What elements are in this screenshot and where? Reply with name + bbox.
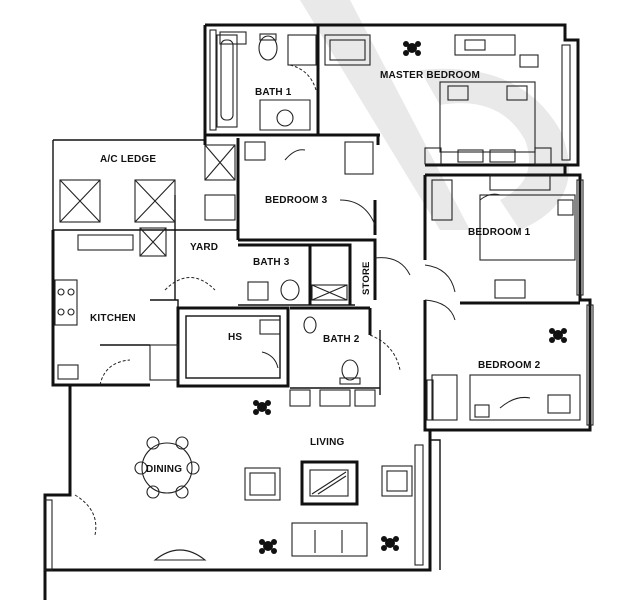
room-labels: MASTER BEDROOM BATH 1 A/C LEDGE BEDROOM … [90, 70, 541, 475]
plant-icons [253, 41, 567, 554]
bedroom1-furniture [431, 174, 576, 299]
dining-table [134, 436, 200, 499]
label-bath2: BATH 2 [323, 334, 360, 345]
label-yard: YARD [190, 242, 218, 253]
label-hs: HS [228, 332, 242, 343]
ac-ledge-units [59, 144, 236, 223]
label-kitchen: KITCHEN [90, 313, 136, 324]
label-ac-ledge: A/C LEDGE [100, 154, 156, 165]
outer-walls [43, 23, 592, 600]
label-bath1: BATH 1 [255, 87, 292, 98]
plant-icon-living-right [381, 536, 399, 551]
label-bedroom1: BEDROOM 1 [468, 227, 531, 238]
windows [43, 29, 594, 571]
label-store: STORE [361, 261, 372, 295]
bath1-fixtures [216, 31, 317, 131]
plant-icon-bedroom2 [549, 328, 567, 343]
plant-icon-living-left [259, 539, 277, 554]
plant-icon-living-top [253, 400, 271, 415]
bath3-fixtures [247, 279, 348, 301]
label-bedroom3: BEDROOM 3 [265, 195, 328, 206]
bath2-fixtures [259, 316, 401, 407]
inner-walls [53, 25, 580, 420]
label-master-bedroom: MASTER BEDROOM [380, 70, 480, 81]
corridor-doors [374, 257, 456, 321]
bedroom2-furniture [431, 374, 581, 421]
plant-icon-master [403, 41, 421, 56]
label-living: LIVING [310, 437, 345, 448]
label-bath3: BATH 3 [253, 257, 290, 268]
label-dining: DINING [146, 464, 182, 475]
master-bedroom-furniture [324, 34, 552, 165]
label-bedroom2: BEDROOM 2 [478, 360, 541, 371]
bedroom3-furniture [204, 141, 376, 226]
living-furniture [74, 460, 413, 561]
kitchen-fixtures [54, 227, 216, 386]
